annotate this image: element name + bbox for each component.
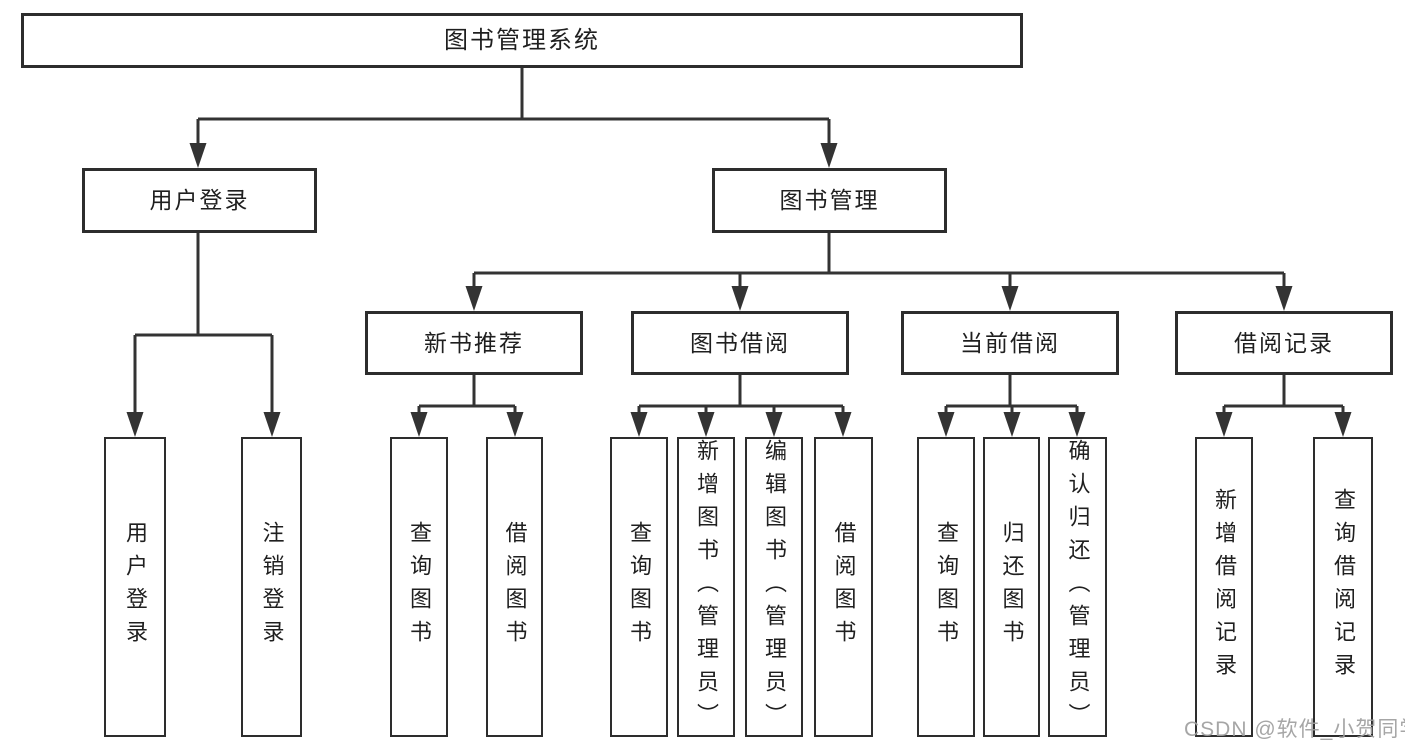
leaf-query-book-1-label: 查询图书 <box>407 521 432 653</box>
leaf-add-book-admin: 新增图书（管理员） <box>677 437 735 737</box>
leaf-add-borrow-record-label: 新增借阅记录 <box>1212 488 1237 686</box>
connector-stems <box>133 68 1345 419</box>
node-system-root: 图书管理系统 <box>21 13 1023 68</box>
node-current-borrow: 当前借阅 <box>901 311 1119 375</box>
leaf-borrow-book-1: 借阅图书 <box>486 437 543 737</box>
node-current-borrow-label: 当前借阅 <box>960 329 1060 356</box>
node-book-management: 图书管理 <box>712 168 947 233</box>
leaf-borrow-book-1-label: 借阅图书 <box>502 521 528 653</box>
leaf-edit-book-admin: 编辑图书（管理员） <box>745 437 803 737</box>
node-book-management-label: 图书管理 <box>779 187 880 213</box>
leaf-return-book: 归还图书 <box>983 437 1040 737</box>
leaf-query-borrow-record-label: 查询借阅记录 <box>1331 488 1356 686</box>
leaf-add-book-admin-label: 新增图书（管理员） <box>694 438 719 736</box>
csdn-watermark: CSDN @软件_小贺同学 <box>1184 718 1405 741</box>
leaf-confirm-return-admin: 确认归还（管理员） <box>1048 437 1107 737</box>
node-new-book-recommend: 新书推荐 <box>365 311 583 375</box>
leaf-logout-label: 注销登录 <box>259 521 285 653</box>
node-borrow-record: 借阅记录 <box>1175 311 1393 375</box>
leaf-user-login: 用户登录 <box>104 437 166 737</box>
leaf-user-login-label: 用户登录 <box>123 521 148 653</box>
node-borrow-record-label: 借阅记录 <box>1234 329 1334 356</box>
node-book-borrow: 图书借阅 <box>631 311 849 375</box>
leaf-query-book-2-label: 查询图书 <box>627 521 652 653</box>
leaf-query-borrow-record: 查询借阅记录 <box>1313 437 1373 737</box>
node-book-borrow-label: 图书借阅 <box>690 329 790 356</box>
leaf-borrow-book-2: 借阅图书 <box>814 437 873 737</box>
leaf-add-borrow-record: 新增借阅记录 <box>1195 437 1253 737</box>
leaf-borrow-book-2-label: 借阅图书 <box>831 521 857 653</box>
leaf-return-book-label: 归还图书 <box>999 521 1025 653</box>
node-new-book-recommend-label: 新书推荐 <box>424 329 524 356</box>
node-system-root-label: 图书管理系统 <box>444 26 600 54</box>
leaf-query-book-3-label: 查询图书 <box>934 521 959 653</box>
leaf-query-book-3: 查询图书 <box>917 437 975 737</box>
leaf-query-book-1: 查询图书 <box>390 437 448 737</box>
leaf-logout: 注销登录 <box>241 437 302 737</box>
connector-arrowheads <box>126 143 1352 437</box>
node-user-login-label: 用户登录 <box>149 187 250 213</box>
leaf-query-book-2: 查询图书 <box>610 437 668 737</box>
node-user-login: 用户登录 <box>82 168 317 233</box>
leaf-edit-book-admin-label: 编辑图书（管理员） <box>762 438 787 736</box>
leaf-confirm-return-admin-label: 确认归还（管理员） <box>1065 438 1091 736</box>
